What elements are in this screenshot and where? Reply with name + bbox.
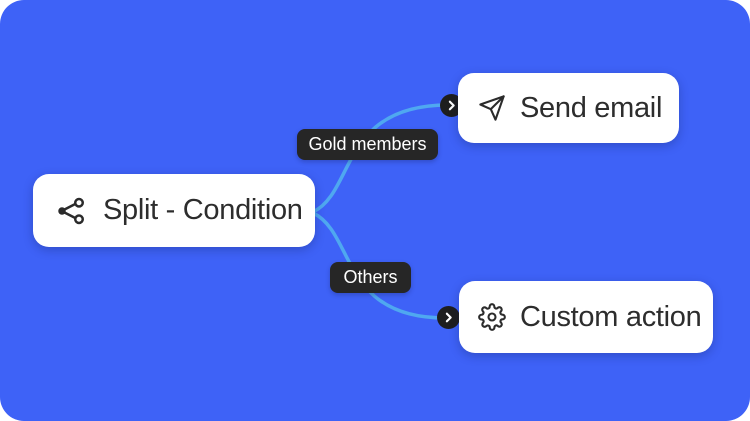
send-email-node[interactable]: Send email <box>458 73 679 143</box>
gear-icon <box>478 303 506 331</box>
chevron-right-icon <box>442 311 455 324</box>
send-icon <box>478 94 506 122</box>
expand-chevron-custom-action[interactable] <box>437 306 460 329</box>
send-email-label: Send email <box>520 91 663 124</box>
branch-label-others[interactable]: Others <box>330 262 411 293</box>
chevron-right-icon <box>445 99 458 112</box>
split-icon <box>55 196 87 226</box>
custom-action-node[interactable]: Custom action <box>459 281 713 353</box>
custom-action-label: Custom action <box>520 300 702 333</box>
others-label-text: Others <box>343 267 398 287</box>
branch-label-gold-members[interactable]: Gold members <box>297 129 438 160</box>
gold-members-label-text: Gold members <box>308 134 427 154</box>
expand-chevron-send-email[interactable] <box>440 94 463 117</box>
split-condition-label: Split - Condition <box>103 194 303 226</box>
split-condition-node[interactable]: Split - Condition <box>33 174 315 247</box>
